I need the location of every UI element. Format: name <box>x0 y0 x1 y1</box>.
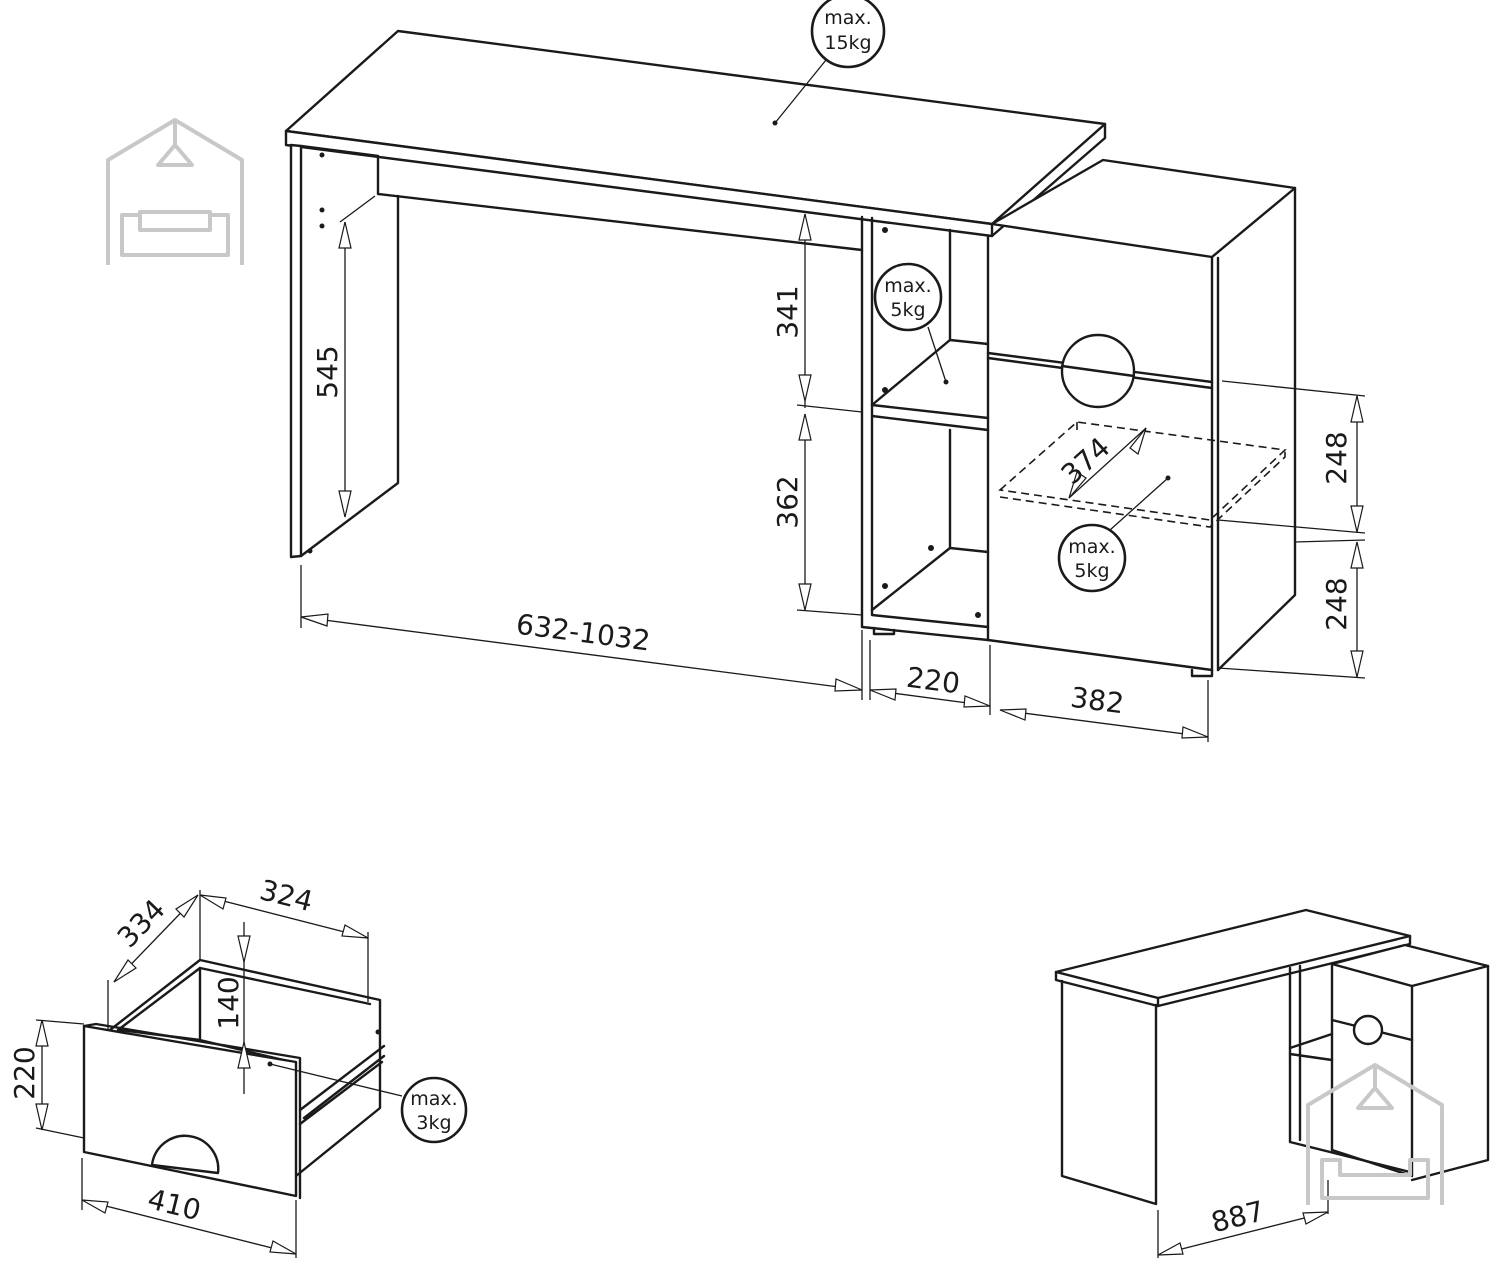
drawer-dimension-lines <box>35 890 403 1258</box>
load-drawer-label: max. <box>410 1088 457 1110</box>
dim-drawer-inner-height: 140 <box>212 976 245 1029</box>
desk-dimension-lines <box>300 195 1366 742</box>
home-sofa-watermark-icon <box>106 118 244 265</box>
dim-desk-extension: 632-1032 <box>514 608 652 658</box>
load-desktop-value: 15kg <box>824 32 871 54</box>
dim-cabinet-width: 382 <box>1069 681 1126 721</box>
dim-drawer-depth: 334 <box>111 893 172 954</box>
load-shelf-label: max. <box>884 275 931 297</box>
load-cabinet-shelf-label: max. <box>1068 536 1115 558</box>
dim-drawer-front-width: 410 <box>144 1182 204 1227</box>
dim-upper-shelf-height: 341 <box>771 285 804 338</box>
dim-drawer-height-upper: 248 <box>1320 431 1353 484</box>
load-badge-cabinet-shelf: max. 5kg <box>1057 475 1171 593</box>
dim-leg-height: 545 <box>311 345 344 398</box>
load-badge-desktop: max. 15kg <box>772 0 886 126</box>
load-badge-drawer: max. 3kg <box>400 1076 468 1144</box>
dim-drawer-front-height: 220 <box>8 1046 41 1099</box>
load-badge-shelf: max. 5kg <box>873 262 949 385</box>
load-drawer-value: 3kg <box>416 1112 451 1134</box>
corner-desk-view <box>1054 908 1490 1258</box>
dim-overall-depth: 887 <box>1208 1194 1268 1239</box>
load-desktop-label: max. <box>824 7 871 29</box>
load-cabinet-shelf-value: 5kg <box>1074 560 1109 582</box>
dim-inner-shelf-depth: 374 <box>1055 431 1117 491</box>
home-sofa-watermark-icon-bottom <box>1306 1063 1444 1205</box>
desk-main-view <box>284 29 1297 678</box>
dim-shelf-width: 220 <box>905 661 962 701</box>
load-shelf-value: 5kg <box>890 299 925 321</box>
dim-lower-shelf-height: 362 <box>771 475 804 528</box>
dim-drawer-height-lower: 248 <box>1320 577 1353 630</box>
